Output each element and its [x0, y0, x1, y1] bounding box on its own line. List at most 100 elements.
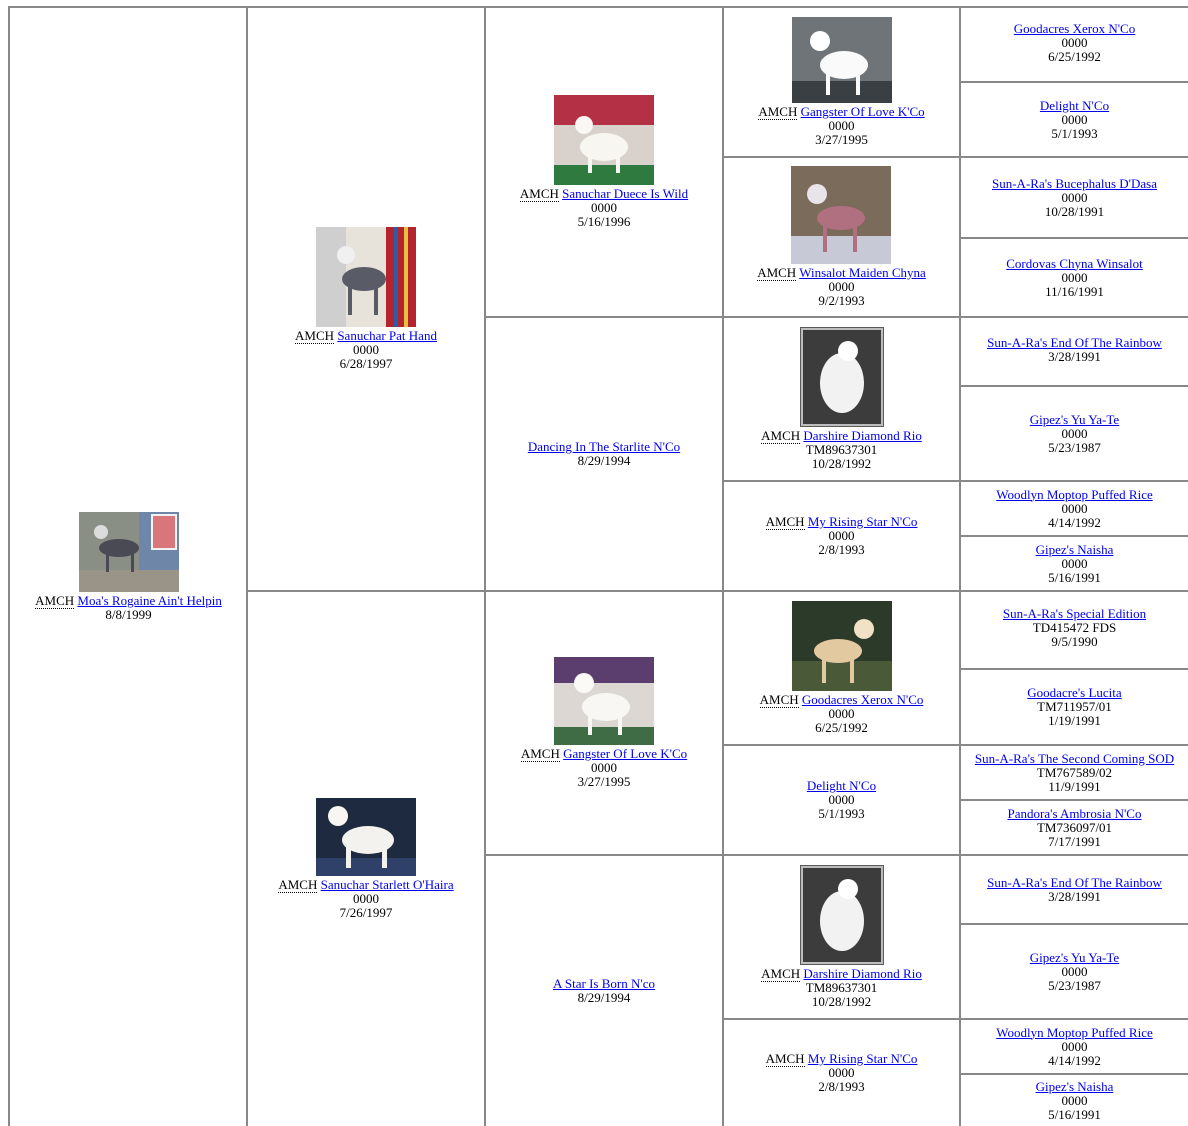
dog-name-link[interactable]: Gangster Of Love K'Co	[800, 104, 925, 119]
birth-date: 5/1/1993	[1051, 125, 1098, 141]
cream-dog-outdoor-photo[interactable]	[791, 601, 892, 691]
dog-name-link[interactable]: My Rising Star N'Co	[807, 1051, 918, 1066]
ancestor-cell: Gipez's Yu Ya-Te 0000 5/23/1987	[961, 925, 1188, 1018]
title-abbr: AMCH	[761, 966, 801, 982]
dog-name-link[interactable]: Gangster Of Love K'Co	[563, 746, 688, 761]
title-abbr: AMCH	[295, 328, 335, 344]
ancestor-cell: Woodlyn Moptop Puffed Rice 0000 4/14/199…	[961, 1020, 1188, 1073]
white-longhair-dog-bw-photo[interactable]	[799, 327, 884, 427]
ancestor-cell: Woodlyn Moptop Puffed Rice 0000 4/14/199…	[961, 482, 1188, 535]
birth-date: 6/25/1992	[1048, 49, 1101, 64]
dog-name-link[interactable]: Darshire Diamond Rio	[803, 428, 922, 443]
white-longhair-dog-bw-photo[interactable]	[799, 865, 884, 965]
dog-name-link[interactable]: Cordovas Chyna Winsalot	[1006, 255, 1143, 271]
birth-date: 6/25/1992	[815, 720, 868, 735]
title-abbr: AMCH	[520, 746, 560, 762]
title-abbr: AMCH	[519, 186, 559, 202]
pink-hairless-dog-photo[interactable]	[791, 166, 892, 264]
reg-number: 0000	[1061, 111, 1088, 127]
ancestor-cell: Goodacres Xerox N'Co 0000 6/25/1992	[961, 8, 1188, 81]
dog-name-link[interactable]: Sun-A-Ra's Special Edition	[1002, 606, 1147, 621]
reg-number: 0000	[828, 118, 855, 133]
subject-date: 8/8/1999	[105, 607, 152, 622]
birth-date: 4/14/1992	[1048, 1052, 1101, 1068]
reg-number: 0000	[353, 891, 379, 906]
dog-name-link[interactable]: Dancing In The Starlite N'Co	[527, 439, 681, 454]
dog-name-link[interactable]: Darshire Diamond Rio	[803, 966, 922, 981]
dog-name-link[interactable]: Delight N'Co	[806, 778, 877, 793]
sire-name-link[interactable]: Sanuchar Pat Hand	[337, 328, 437, 343]
reg-number: 0000	[828, 792, 855, 807]
dog-name-link[interactable]: Goodacres Xerox N'Co	[801, 692, 924, 707]
white-dog-purple-backdrop-photo[interactable]	[554, 657, 654, 745]
grandparent-cell: AMCH Gangster Of Love K'Co 0000 3/27/199…	[486, 592, 722, 854]
column-divider	[959, 6, 961, 1126]
birth-date: 5/16/1996	[577, 214, 631, 229]
dog-name-link[interactable]: Sun-A-Ra's End Of The Rainbow	[987, 875, 1162, 890]
row-divider	[959, 81, 1188, 83]
reg-number: TD415472 FDS	[1032, 620, 1117, 635]
white-powderpuff-dog-photo[interactable]	[316, 798, 416, 876]
birth-date: 5/16/1991	[1048, 1106, 1101, 1122]
birth-date: 10/28/1992	[811, 994, 872, 1009]
birth-date: 10/28/1991	[1044, 203, 1105, 219]
subject-name-link[interactable]: Moa's Rogaine Ain't Helpin	[77, 593, 222, 608]
dog-name-link[interactable]: Sun-A-Ra's End Of The Rainbow	[987, 335, 1162, 350]
ancestor-cell: Sun-A-Ra's Special Edition TD415472 FDS …	[961, 592, 1188, 668]
row-divider	[722, 1018, 1188, 1020]
dog-name-link[interactable]: Pandora's Ambrosia N'Co	[1007, 805, 1142, 821]
dog-name-link[interactable]: Winsalot Maiden Chyna	[799, 265, 926, 280]
row-divider	[484, 854, 1188, 856]
dog-name-link[interactable]: Sanuchar Duece Is Wild	[562, 186, 689, 201]
dog-name-link[interactable]: Gipez's Yu Ya-Te	[1029, 411, 1120, 427]
dog-name-link[interactable]: Woodlyn Moptop Puffed Rice	[996, 1024, 1153, 1040]
dog-name-link[interactable]: Gipez's Naisha	[1035, 1078, 1114, 1094]
title-abbr: AMCH	[761, 428, 801, 444]
dog-name-link[interactable]: A Star Is Born N'co	[552, 976, 655, 991]
reg-number: TM711957/01	[1037, 699, 1112, 714]
birth-date: 3/28/1991	[1048, 349, 1101, 364]
great-grandparent-cell: AMCH Goodacres Xerox N'Co 0000 6/25/1992	[724, 592, 959, 744]
ancestor-cell: Pandora's Ambrosia N'Co TM736097/01 7/17…	[961, 801, 1188, 854]
hairless-grey-dog-photo[interactable]	[316, 227, 416, 327]
sire-cell: AMCH Sanuchar Pat Hand 0000 6/28/1997	[248, 8, 484, 590]
dog-name-link[interactable]: Delight N'Co	[1039, 97, 1110, 113]
birth-date: 6/28/1997	[339, 356, 393, 371]
birth-date: 11/16/1991	[1045, 283, 1104, 299]
row-divider	[722, 480, 1188, 482]
ancestor-cell: Goodacre's Lucita TM711957/01 1/19/1991	[961, 670, 1188, 744]
title-abbr: AMCH	[765, 1051, 805, 1067]
hairless-blue-dog-photo[interactable]	[78, 512, 179, 592]
dog-name-link[interactable]: Gipez's Yu Ya-Te	[1029, 949, 1120, 965]
title-abbr: AMCH	[759, 692, 799, 708]
reg-number: 0000	[353, 342, 379, 357]
birth-date: 5/16/1991	[1048, 569, 1101, 585]
dog-name-link[interactable]: Gipez's Naisha	[1035, 541, 1114, 557]
dog-name-link[interactable]: Goodacre's Lucita	[1027, 685, 1122, 700]
dog-name-link[interactable]: Woodlyn Moptop Puffed Rice	[996, 486, 1153, 502]
white-dog-red-backdrop-photo[interactable]	[554, 95, 654, 185]
dog-name-link[interactable]: My Rising Star N'Co	[807, 514, 918, 529]
row-divider	[722, 744, 1188, 746]
dog-name-link[interactable]: Goodacres Xerox N'Co	[1013, 21, 1136, 36]
ancestor-cell: Gipez's Naisha 0000 5/16/1991	[961, 537, 1188, 590]
birth-date: 3/28/1991	[1048, 889, 1101, 904]
birth-date: 2/8/1993	[818, 542, 865, 557]
birth-date: 7/26/1997	[339, 905, 393, 920]
ancestor-cell: Gipez's Yu Ya-Te 0000 5/23/1987	[961, 387, 1188, 480]
white-dog-grey-backdrop-photo[interactable]	[791, 17, 892, 103]
row-divider	[959, 1073, 1188, 1075]
dog-name-link[interactable]: Sun-A-Ra's The Second Coming SOD	[974, 750, 1175, 766]
reg-number: 0000	[1061, 425, 1088, 441]
great-grandparent-cell: AMCH My Rising Star N'Co 0000 2/8/1993	[724, 482, 959, 590]
birth-date: 1/19/1991	[1048, 713, 1101, 728]
dam-name-link[interactable]: Sanuchar Starlett O'Haira	[320, 877, 454, 892]
row-divider	[959, 385, 1188, 387]
dog-name-link[interactable]: Sun-A-Ra's Bucephalus D'Dasa	[992, 175, 1157, 191]
reg-number: 0000	[1061, 1038, 1088, 1054]
grandparent-cell: AMCH Sanuchar Duece Is Wild 0000 5/16/19…	[486, 8, 722, 316]
reg-number: TM89637301	[805, 980, 878, 995]
reg-number: 0000	[1061, 500, 1088, 516]
reg-number: 0000	[1061, 269, 1088, 285]
